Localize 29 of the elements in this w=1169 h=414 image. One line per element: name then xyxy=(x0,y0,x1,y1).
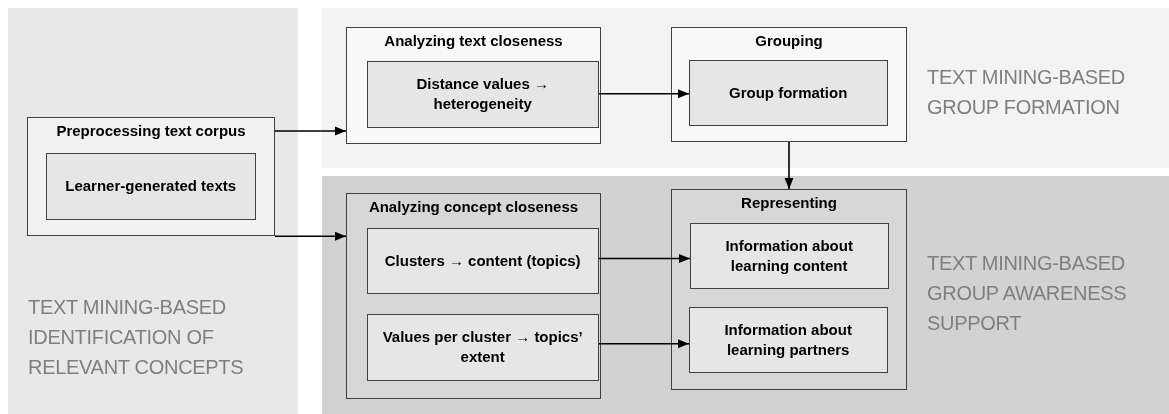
arrow xyxy=(274,126,347,136)
arrow xyxy=(598,339,690,349)
arrow xyxy=(274,231,347,241)
process-box: Learner-generated texts xyxy=(45,152,256,220)
process-box: Clusters → content (topics) xyxy=(366,227,599,294)
region-label: TEXT MINING-BASED IDENTIFICATION OF RELEVANT CONCEPTS xyxy=(28,295,245,380)
stage-box xyxy=(671,189,907,390)
region-band xyxy=(8,8,298,414)
process-box: Values per cluster → topics’ extent xyxy=(366,313,599,381)
stage-heading: Representing xyxy=(740,194,838,211)
stage-box xyxy=(27,117,275,236)
stage-heading: Grouping xyxy=(754,32,824,49)
arrow xyxy=(784,141,794,190)
stage-box xyxy=(346,193,601,399)
region-band xyxy=(322,176,1169,414)
process-box: Distance values → heterogeneity xyxy=(366,60,599,128)
process-box: Information about learning partners xyxy=(688,306,888,373)
stage-box xyxy=(671,27,907,142)
stage-heading: Preprocessing text corpus xyxy=(55,122,247,139)
stage-box xyxy=(346,27,601,144)
arrow xyxy=(598,89,690,99)
region-band xyxy=(322,8,1169,168)
process-box: Information about learning content xyxy=(689,222,889,289)
stage-heading: Analyzing concept closeness xyxy=(367,198,580,215)
region-label: TEXT MINING-BASED GROUP AWARENESS SUPPORT xyxy=(927,251,1128,336)
process-box: Group formation xyxy=(688,59,888,126)
arrow xyxy=(598,254,691,263)
region-label: TEXT MINING-BASED GROUP FORMATION xyxy=(927,65,1126,120)
stage-heading: Analyzing text closeness xyxy=(383,32,564,49)
